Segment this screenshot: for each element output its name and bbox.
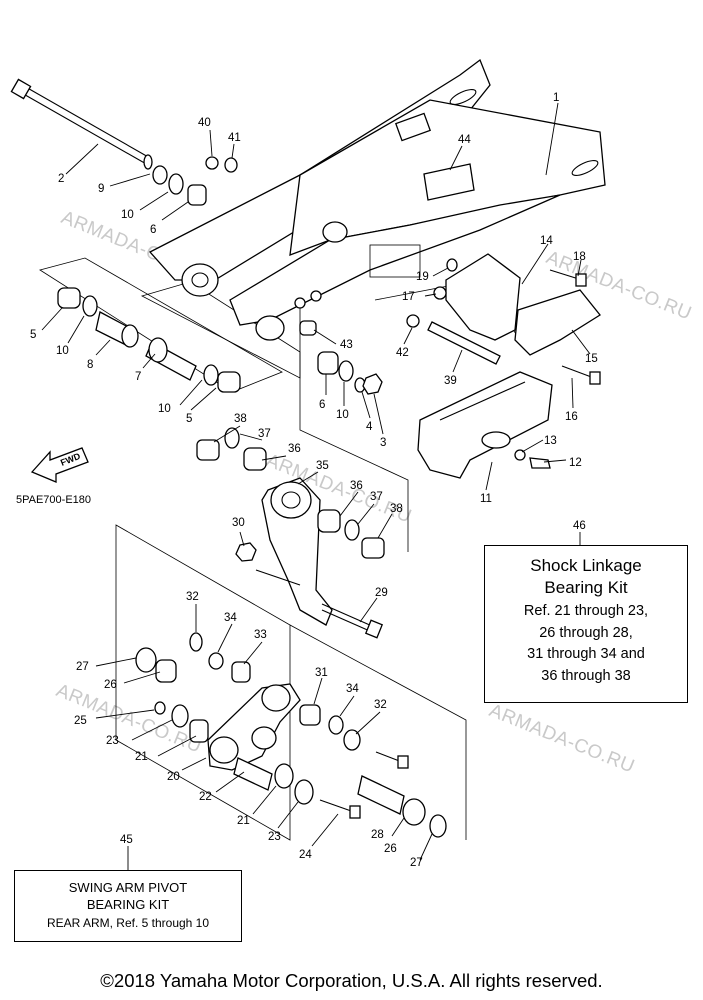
callout-4: 4 — [366, 421, 373, 433]
callout-7: 7 — [135, 371, 141, 383]
callout-15: 15 — [585, 353, 598, 365]
kit-46-title-line1: Shock Linkage — [530, 556, 642, 575]
callout-21: 21 — [135, 751, 148, 763]
callout-36: 36 — [288, 443, 301, 455]
shock-linkage-kit-box: Shock Linkage Bearing Kit Ref. 21 throug… — [484, 545, 688, 703]
callout-labels: 1 2 3 4 5 5 6 7 8 9 10 10 10 10 6 11 12 … — [30, 92, 598, 869]
callout-20: 20 — [167, 771, 180, 783]
callout-26: 26 — [104, 679, 117, 691]
callout-45: 45 — [120, 834, 133, 846]
kit-46-line: 36 through 38 — [541, 667, 631, 684]
callout-35: 35 — [316, 460, 329, 472]
callout-10b: 10 — [158, 403, 171, 415]
callout-26b: 26 — [384, 843, 397, 855]
callout-32: 32 — [186, 591, 199, 603]
bolt-29 — [321, 603, 384, 639]
kit-45-title-line2: BEARING KIT — [86, 897, 170, 912]
callout-37: 37 — [258, 428, 271, 440]
callout-40: 40 — [198, 117, 211, 129]
callout-5b: 5 — [186, 413, 192, 425]
callout-46: 46 — [573, 520, 586, 532]
kit-46-line: 31 through 34 and — [527, 646, 645, 662]
leader-lines — [41, 102, 591, 870]
callout-16: 16 — [565, 411, 578, 423]
callout-18: 18 — [573, 251, 586, 263]
callout-34: 34 — [224, 612, 237, 624]
callout-19: 19 — [416, 271, 429, 283]
pivot-bearings — [57, 156, 241, 393]
callout-41: 41 — [228, 132, 241, 144]
callout-22: 22 — [199, 791, 212, 803]
callout-31: 31 — [315, 667, 328, 679]
chain-guide — [417, 371, 553, 479]
callout-12: 12 — [569, 457, 582, 469]
callout-6b: 6 — [150, 224, 156, 236]
swing-arm-pivot-kit-box: SWING ARM PIVOT BEARING KIT REAR ARM, Re… — [14, 870, 242, 942]
callout-10: 10 — [56, 345, 69, 357]
callout-28: 28 — [371, 829, 384, 841]
watermark: ARMADA-CO.RU — [486, 700, 637, 777]
callout-9: 9 — [98, 183, 104, 195]
fwd-arrow: FWD — [30, 447, 89, 483]
callout-25: 25 — [74, 715, 87, 727]
copyright-notice: ©2018 Yamaha Motor Corporation, U.S.A. A… — [100, 970, 603, 991]
callout-24: 24 — [299, 849, 312, 861]
callout-10c: 10 — [336, 409, 349, 421]
callout-44: 44 — [458, 134, 471, 146]
callout-38b: 38 — [390, 503, 403, 515]
callout-32b: 32 — [374, 699, 387, 711]
callout-6: 6 — [319, 399, 325, 411]
kit-45-title-line1: SWING ARM PIVOT — [68, 880, 188, 895]
pivot-shaft — [10, 78, 153, 170]
callout-38: 38 — [234, 413, 247, 425]
callout-2: 2 — [58, 173, 64, 185]
connecting-rod — [196, 427, 385, 626]
callout-43: 43 — [340, 339, 353, 351]
callout-1: 1 — [553, 92, 559, 104]
callout-17: 17 — [402, 291, 415, 303]
callout-8: 8 — [87, 359, 93, 371]
callout-37b: 37 — [370, 491, 383, 503]
callout-23: 23 — [106, 735, 119, 747]
kit-45-reference: REAR ARM, Ref. 5 through 10 — [46, 916, 210, 930]
callout-36b: 36 — [350, 480, 363, 492]
chain-puller-assembly — [406, 253, 601, 385]
kit-46-line: 26 through 28, — [539, 624, 633, 641]
rear-arm — [148, 58, 606, 341]
callout-34b: 34 — [346, 683, 359, 695]
decal-44 — [423, 163, 475, 201]
callout-11: 11 — [480, 493, 492, 505]
callout-10d: 10 — [121, 209, 134, 221]
callout-21b: 21 — [237, 815, 250, 827]
kit-46-line: Ref. 21 through 23, — [523, 603, 649, 619]
diagram-code: 5PAE700-E180 — [16, 494, 91, 506]
callout-3: 3 — [380, 437, 386, 449]
callout-39: 39 — [444, 375, 457, 387]
callout-27b: 27 — [410, 857, 423, 869]
callout-13: 13 — [544, 435, 557, 447]
kit-46-title-line2: Bearing Kit — [544, 578, 628, 597]
group-outlines — [39, 257, 521, 841]
arm-linkage-bearings — [294, 290, 383, 395]
callout-23b: 23 — [268, 831, 281, 843]
callout-27: 27 — [76, 661, 89, 673]
callout-14: 14 — [540, 235, 553, 247]
callout-30: 30 — [232, 517, 245, 529]
callout-29: 29 — [375, 587, 388, 599]
callout-33: 33 — [254, 629, 267, 641]
relay-arm — [135, 632, 447, 838]
callout-42: 42 — [396, 347, 409, 359]
callout-5: 5 — [30, 329, 36, 341]
